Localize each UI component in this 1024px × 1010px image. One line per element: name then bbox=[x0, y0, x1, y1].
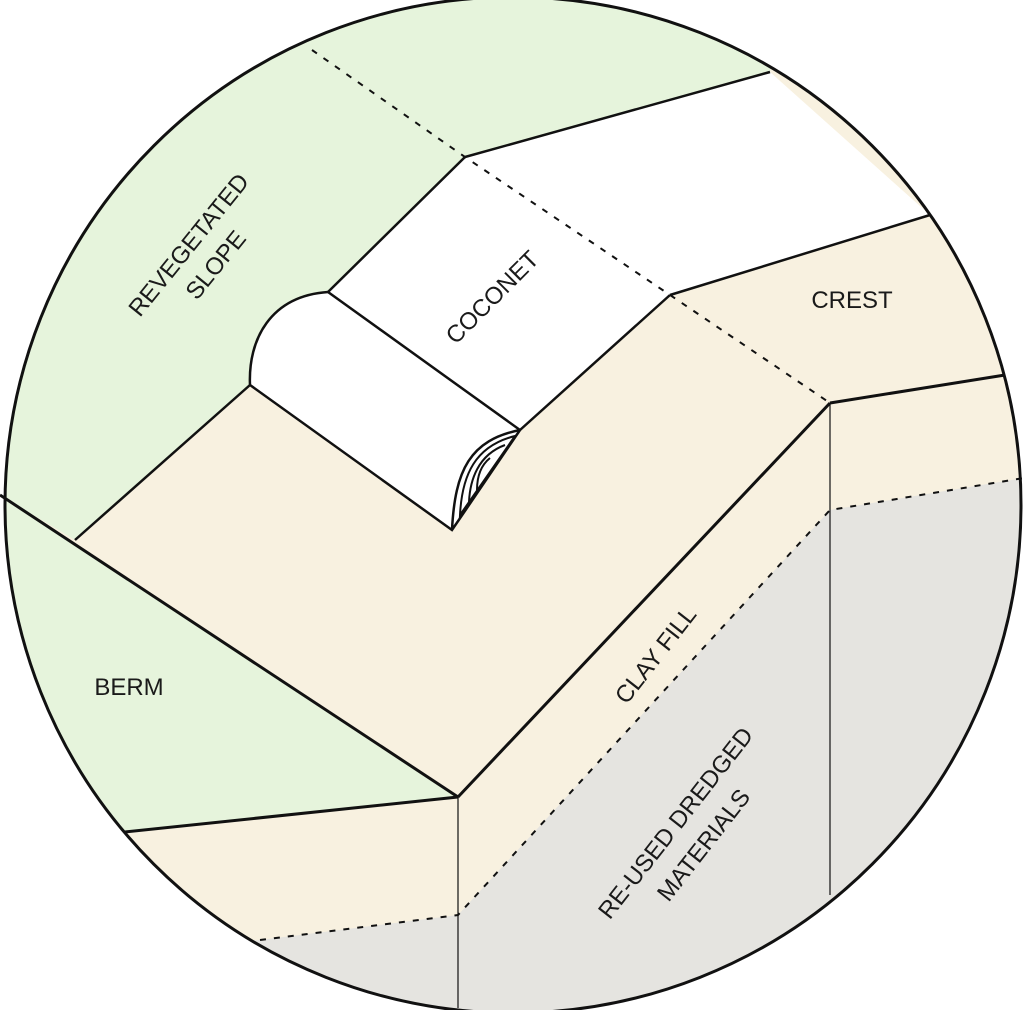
revegetated-slope-region bbox=[5, 0, 780, 540]
berm-region bbox=[5, 495, 458, 840]
detail-circle-border bbox=[3, 0, 1023, 1010]
coconet-roll-icon bbox=[248, 290, 522, 532]
label-berm: BERM bbox=[94, 674, 163, 701]
dredged-materials-region bbox=[5, 478, 1021, 1010]
dashed-boundaries bbox=[259, 49, 1024, 941]
section-lines bbox=[0, 70, 1006, 1008]
coconet-sheet-region bbox=[328, 72, 930, 430]
label-crest: CREST bbox=[811, 287, 893, 314]
